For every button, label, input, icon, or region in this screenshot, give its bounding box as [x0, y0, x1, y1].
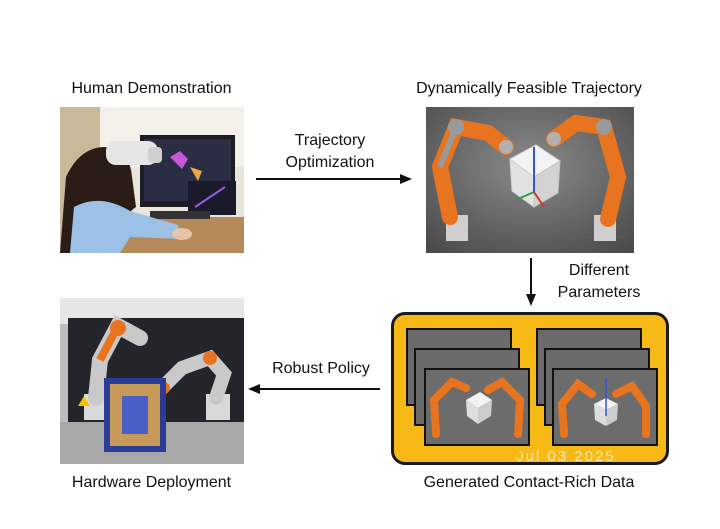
human-demonstration-photo	[60, 107, 244, 253]
simulated-trajectory-image	[426, 107, 634, 253]
right-arrow	[256, 174, 412, 184]
watermark-date: Jul 03 2025	[516, 448, 616, 465]
generated-contact-rich-data-label: Generated Contact-Rich Data	[423, 474, 635, 491]
sim-frame-right-3	[552, 368, 658, 446]
trajectory-optimization-line-1: Trajectory	[294, 132, 366, 149]
trajectory-optimization-line-2: Optimization	[285, 154, 375, 171]
human-demonstration-label: Human Demonstration	[71, 80, 232, 97]
different-parameters-label: Different Parameters	[544, 260, 654, 304]
down-arrow	[526, 258, 536, 306]
trajectory-optimization-label: Trajectory Optimization	[270, 130, 390, 174]
hardware-deployment-photo	[60, 298, 244, 464]
different-parameters-line-2: Parameters	[557, 284, 641, 301]
sim-frame-left-3	[424, 368, 530, 446]
left-arrow	[248, 384, 380, 394]
robust-policy-label: Robust Policy	[272, 360, 370, 377]
different-parameters-line-1: Different	[568, 262, 630, 279]
dynamically-feasible-trajectory-label: Dynamically Feasible Trajectory	[416, 80, 642, 97]
hardware-deployment-label: Hardware Deployment	[71, 474, 232, 491]
